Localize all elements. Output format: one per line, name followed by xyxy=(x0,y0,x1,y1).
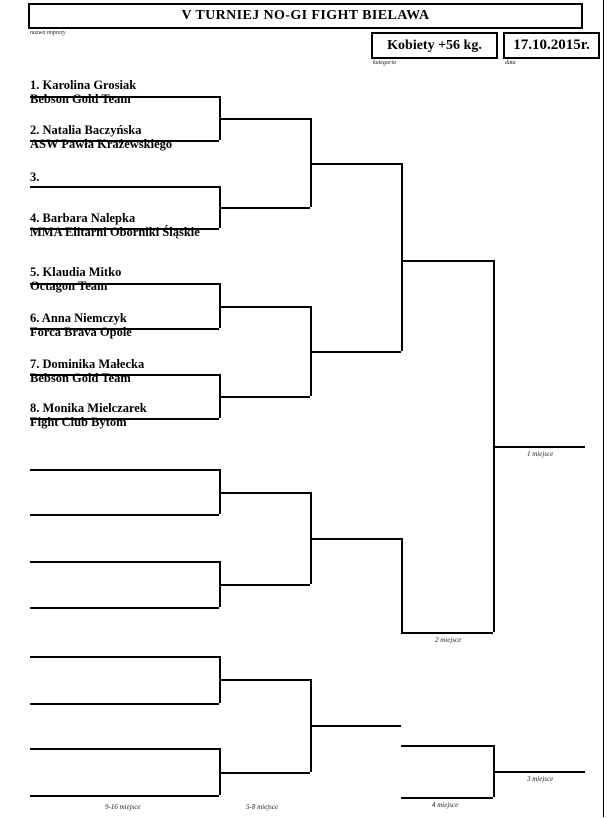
r2-line-3 xyxy=(219,306,310,308)
r2-line-4 xyxy=(219,396,310,398)
repechage-r3-line-2 xyxy=(310,725,401,727)
repechage-line-3 xyxy=(30,561,219,563)
repechage-connector-1 xyxy=(219,469,221,514)
place-label-first: 1 miejsce xyxy=(527,450,554,458)
first-place-line xyxy=(493,446,585,448)
third-place-line xyxy=(493,771,585,773)
date-box: 17.10.2015r. xyxy=(503,32,600,59)
place-label-ninth-sixteenth: 9-16 miejsce xyxy=(105,803,141,811)
entrant-name: 2. Natalia Baczyńska xyxy=(30,123,142,137)
repechage-final-connector xyxy=(401,538,403,632)
repechage-r2-line-1 xyxy=(219,492,310,494)
repechage-r2-line-2 xyxy=(219,584,310,586)
repechage-line-8 xyxy=(30,795,219,797)
repechage-line-4 xyxy=(30,607,219,609)
r2-line-1 xyxy=(219,118,310,120)
title-caption: nazwa imprezy xyxy=(30,30,66,36)
entrant-6: 6. Anna Niemczyk Forca Brava Opole xyxy=(30,311,260,339)
entrant-name: 5. Klaudia Mitko xyxy=(30,265,122,279)
seed-line-2 xyxy=(30,140,219,142)
second-place-line xyxy=(401,632,493,634)
r1-connector-3 xyxy=(219,283,221,328)
r2-line-2 xyxy=(219,207,310,209)
repechage-r2-line-4 xyxy=(219,772,310,774)
entrant-5: 5. Klaudia Mitko Octagon Team xyxy=(30,265,260,293)
r3-line-2 xyxy=(310,351,401,353)
entrant-1: 1. Karolina Grosiak Bebson Gold Team xyxy=(30,78,260,106)
r2-connector-1 xyxy=(310,118,312,207)
page-title: V TURNIEJ NO-GI FIGHT BIELAWA xyxy=(181,8,430,23)
seed-line-4 xyxy=(30,228,219,230)
third-place-feed-upper xyxy=(401,745,493,747)
date-value: 17.10.2015r. xyxy=(513,37,590,53)
entrant-name: 3. xyxy=(30,170,40,184)
place-label-third: 3 miejsce xyxy=(527,775,554,783)
date-caption: data xyxy=(505,60,516,66)
repechage-line-2 xyxy=(30,514,219,516)
category-box: Kobiety +56 kg. xyxy=(371,32,498,59)
seed-line-3 xyxy=(30,186,219,188)
repechage-line-6 xyxy=(30,703,219,705)
seed-line-8 xyxy=(30,418,219,420)
entrant-name: 8. Monika Mielczarek xyxy=(30,401,147,415)
repechage-line-1 xyxy=(30,469,219,471)
category-caption: kategoria xyxy=(373,60,396,66)
seed-line-6 xyxy=(30,328,219,330)
seed-line-1 xyxy=(30,96,219,98)
category-value: Kobiety +56 kg. xyxy=(387,37,482,53)
repechage-line-7 xyxy=(30,748,219,750)
seed-line-5 xyxy=(30,283,219,285)
entrant-4: 4. Barbara Nalepka MMA Elitarni Oborniki… xyxy=(30,211,260,239)
entrant-name: 7. Dominika Małecka xyxy=(30,357,145,371)
third-place-feed-lower xyxy=(401,797,493,799)
entrant-name: 1. Karolina Grosiak xyxy=(30,78,137,92)
repechage-connector-4 xyxy=(219,748,221,795)
repechage-line-5 xyxy=(30,656,219,658)
r3-connector xyxy=(401,163,403,351)
entrant-3: 3. xyxy=(30,170,260,184)
entrant-club: Octagon Team xyxy=(30,279,108,293)
place-label-second: 2 miejsce xyxy=(435,636,462,644)
repechage-r3-line-1 xyxy=(310,538,401,540)
seed-line-7 xyxy=(30,374,219,376)
entrant-name: 4. Barbara Nalepka xyxy=(30,211,136,225)
place-label-fifth-eighth: 5-8 miejsce xyxy=(246,803,279,811)
place-label-fourth: 4 miejsce xyxy=(432,801,459,809)
entrant-8: 8. Monika Mielczarek Fight Club Bytom xyxy=(30,401,260,429)
entrant-club: Bebson Gold Team xyxy=(30,92,131,106)
entrant-7: 7. Dominika Małecka Bebson Gold Team xyxy=(30,357,260,385)
repechage-r2-line-3 xyxy=(219,679,310,681)
tournament-title-box: V TURNIEJ NO-GI FIGHT BIELAWA xyxy=(28,3,583,29)
r3-line-1 xyxy=(310,163,401,165)
final-line-upper xyxy=(401,260,493,262)
entrant-name: 6. Anna Niemczyk xyxy=(30,311,127,325)
entrant-2: 2. Natalia Baczyńska ASW Pawła Krażewski… xyxy=(30,123,260,151)
